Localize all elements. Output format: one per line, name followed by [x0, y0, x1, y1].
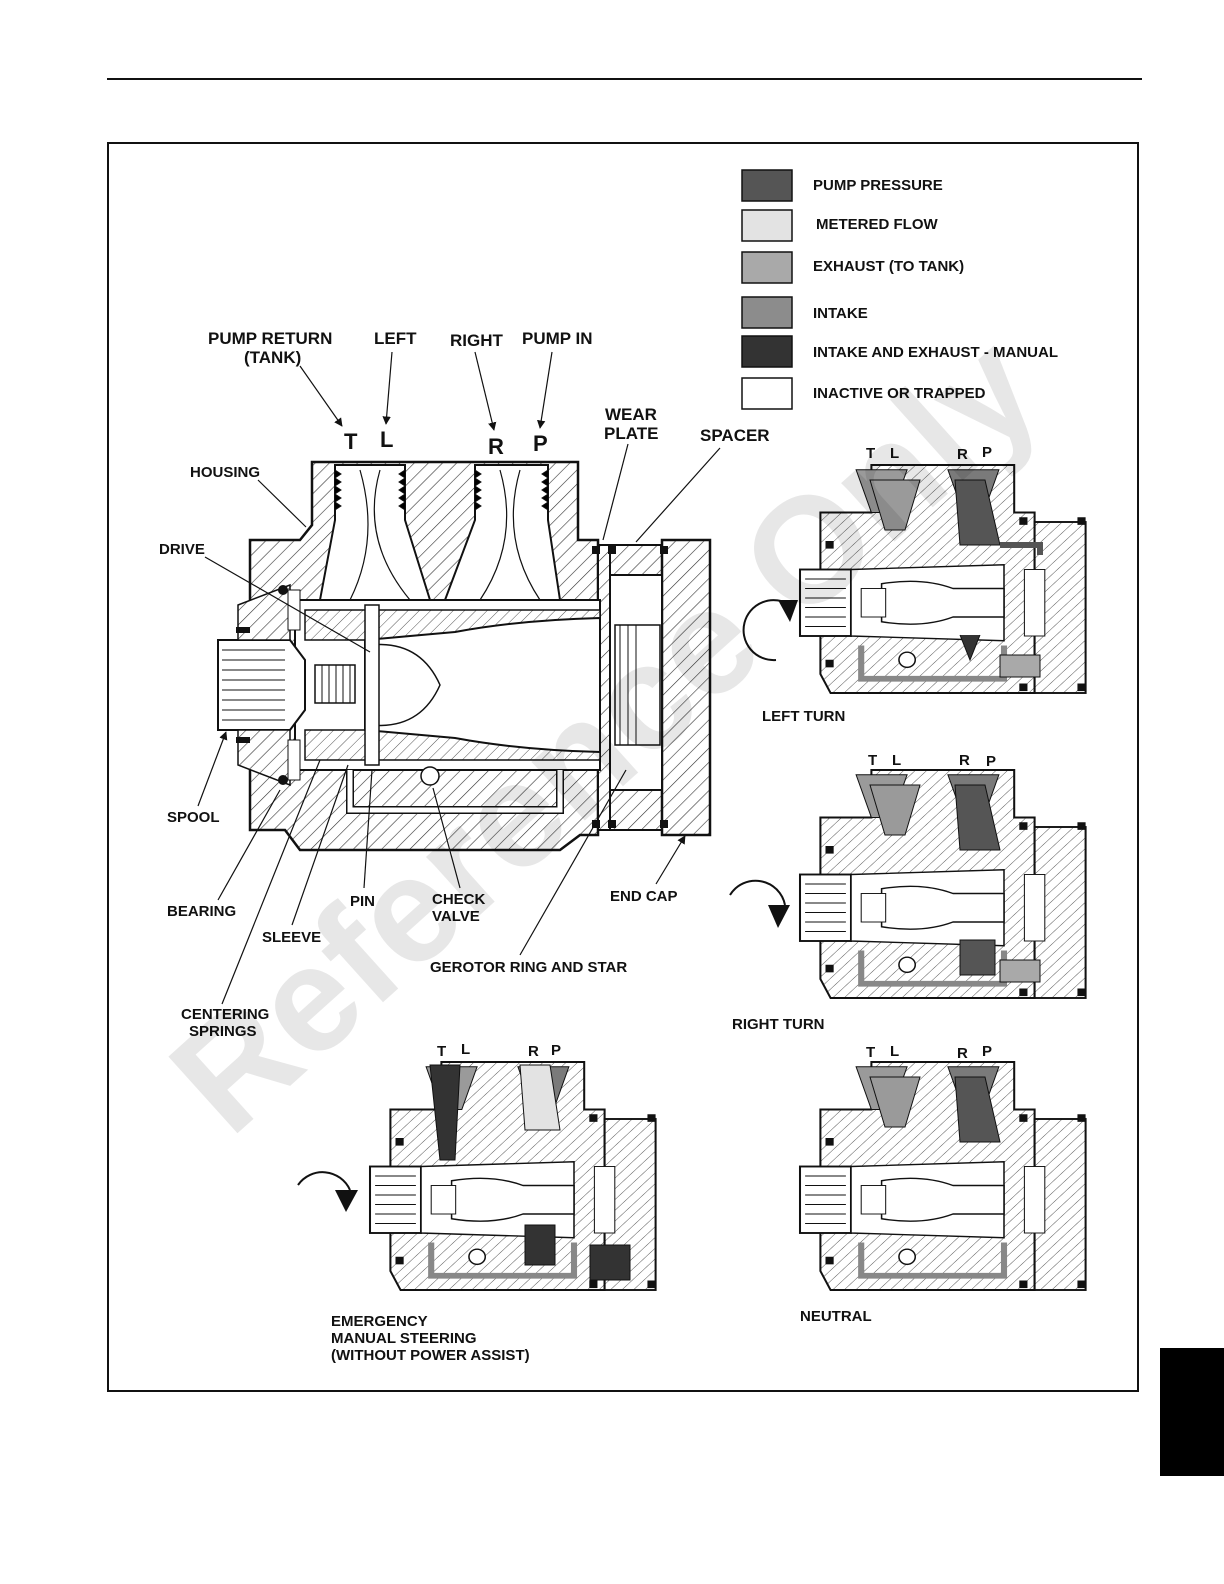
label-port-r: R [488, 434, 504, 459]
legend-label-intake: INTAKE [813, 305, 868, 322]
right-turn-p: P [986, 753, 996, 770]
main-section [217, 460, 712, 852]
label-sleeve: SLEEVE [262, 929, 321, 946]
label-springs: SPRINGS [189, 1023, 257, 1040]
input-shaft [217, 639, 306, 731]
label-manual-steering: MANUAL STEERING [331, 1330, 477, 1347]
label-valve: VALVE [432, 908, 480, 925]
emergency-rotation-arrow [335, 1190, 358, 1212]
label-spool: SPOOL [167, 809, 220, 826]
legend-label-metered-flow: METERED FLOW [816, 216, 938, 233]
neutral-r: R [957, 1045, 968, 1062]
port-labels: PUMP RETURN (TANK) LEFT RIGHT PUMP IN T … [208, 329, 593, 459]
legend-label-pump-pressure: PUMP PRESSURE [813, 177, 943, 194]
label-port-t: T [344, 429, 358, 454]
label-bearing: BEARING [167, 903, 236, 920]
emergency-t: T [437, 1043, 446, 1060]
emergency-r: R [528, 1043, 539, 1060]
label-pump-return: PUMP RETURN [208, 329, 332, 348]
emergency-l: L [461, 1041, 470, 1058]
label-emergency: EMERGENCY [331, 1313, 428, 1330]
spool [364, 616, 601, 754]
right-turn-t: T [868, 752, 877, 769]
legend-swatch-exhaust [741, 251, 793, 284]
left-turn-p: P [982, 444, 992, 461]
label-port-p: P [533, 431, 548, 456]
neutral-l: L [890, 1043, 899, 1060]
legend-swatch-metered-flow [741, 209, 793, 242]
label-without-power-assist: (WITHOUT POWER ASSIST) [331, 1347, 530, 1364]
label-centering: CENTERING [181, 1006, 269, 1023]
label-gerotor: GEROTOR RING AND STAR [430, 959, 627, 976]
label-neutral: NEUTRAL [800, 1308, 872, 1325]
right-turn-rotation-arrow [768, 905, 790, 928]
label-pin: PIN [350, 893, 375, 910]
label-end-cap: END CAP [610, 888, 678, 905]
view-left-turn: T L R P LEFT TURN [742, 444, 1086, 725]
label-pump-in: PUMP IN [522, 329, 593, 348]
legend-label-manual: INTAKE AND EXHAUST - MANUAL [813, 344, 1058, 361]
emergency-p: P [551, 1042, 561, 1059]
label-left: LEFT [374, 329, 417, 348]
left-turn-t: T [866, 445, 875, 462]
left-turn-rotation-arrow [778, 600, 798, 622]
pin [364, 604, 380, 766]
legend-swatch-pump-pressure [741, 169, 793, 202]
view-right-turn: T L R P RIGHT TURN [729, 752, 1086, 1033]
end-cap [660, 538, 712, 837]
view-emergency: T L R P EMERGENCY MANUAL STEERING (WITHO… [297, 1041, 656, 1364]
figure-frame [107, 142, 1139, 1392]
neutral-p: P [982, 1043, 992, 1060]
left-turn-l: L [890, 445, 899, 462]
part-labels: HOUSING DRIVE SPOOL BEARING SLEEVE CENTE… [159, 405, 770, 1040]
label-spacer: SPACER [700, 426, 770, 445]
left-turn-r: R [957, 446, 968, 463]
right-turn-r: R [959, 752, 970, 769]
legend-swatch-inactive [741, 377, 793, 410]
section-tab [1160, 1348, 1224, 1476]
label-plate: PLATE [604, 424, 658, 443]
view-neutral: T L R P NEUTRAL [800, 1043, 1086, 1325]
header-rule [107, 78, 1142, 80]
label-housing: HOUSING [190, 464, 260, 481]
label-check: CHECK [432, 891, 486, 908]
right-turn-l: L [892, 752, 901, 769]
label-tank: (TANK) [244, 348, 301, 367]
legend-label-exhaust: EXHAUST (TO TANK) [813, 258, 964, 275]
neutral-t: T [866, 1044, 875, 1061]
label-wear: WEAR [605, 405, 657, 424]
check-valve [420, 766, 440, 786]
label-right-turn: RIGHT TURN [732, 1016, 825, 1033]
legend-swatch-manual [741, 335, 793, 368]
label-port-l: L [380, 427, 393, 452]
legend-label-inactive: INACTIVE OR TRAPPED [813, 385, 986, 402]
legend-swatch-intake [741, 296, 793, 329]
legend: PUMP PRESSURE METERED FLOW EXHAUST (TO T… [741, 169, 1058, 410]
drive [314, 664, 356, 704]
label-drive: DRIVE [159, 541, 205, 558]
label-left-turn: LEFT TURN [762, 708, 845, 725]
label-right: RIGHT [450, 331, 504, 350]
